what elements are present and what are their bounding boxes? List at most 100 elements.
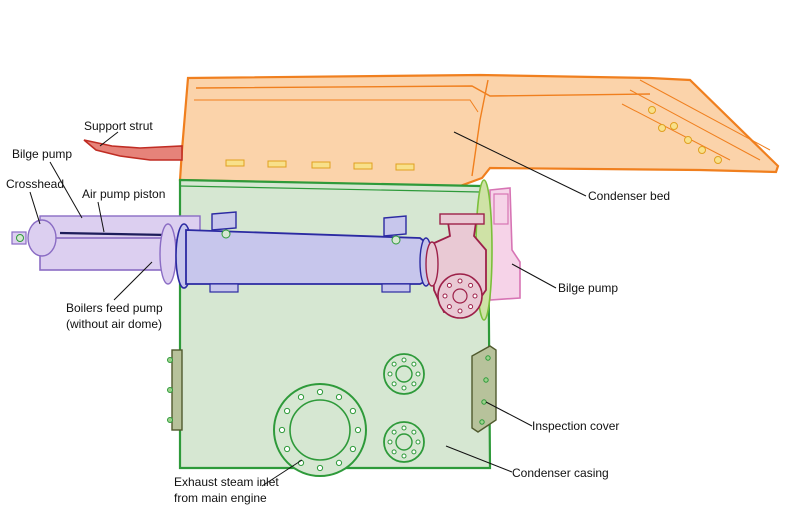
flange-bolt bbox=[401, 357, 407, 363]
flange-bolt bbox=[446, 304, 452, 310]
leader-support-strut bbox=[99, 131, 119, 147]
flange-bolt bbox=[401, 453, 407, 459]
flange-bolt bbox=[387, 439, 393, 445]
feed-pump-bracket-left bbox=[211, 211, 237, 231]
flange-bolt bbox=[401, 385, 407, 391]
flange-bolt bbox=[411, 361, 417, 367]
flange-bolt bbox=[457, 278, 463, 284]
leader-bilge-pump-left bbox=[49, 161, 83, 219]
bracket-bolt bbox=[391, 235, 401, 245]
flange-bolt bbox=[442, 293, 448, 299]
air-pump bbox=[11, 215, 201, 285]
flange-bolt bbox=[415, 439, 421, 445]
cover-bolt bbox=[483, 377, 489, 383]
condenser-bed bbox=[178, 73, 780, 188]
inspection-cover-left bbox=[171, 349, 183, 431]
air-pump-piston-rod bbox=[59, 231, 169, 237]
flange-bolt bbox=[401, 425, 407, 431]
flange-bolt bbox=[415, 371, 421, 377]
label-crosshead: Crosshead bbox=[6, 177, 64, 191]
leader-condenser-casing bbox=[445, 445, 513, 473]
leader-inspection-cover bbox=[485, 401, 533, 427]
label-support-strut: Support strut bbox=[84, 119, 153, 133]
feed-pump-end-flange bbox=[159, 223, 177, 285]
cover-bolt bbox=[479, 419, 485, 425]
bed-slot bbox=[395, 163, 415, 171]
flange-bolt bbox=[391, 429, 397, 435]
leader-exhaust-inlet bbox=[261, 459, 303, 487]
label-condenser-bed: Condenser bed bbox=[588, 189, 670, 203]
leader-bilge-pump-right bbox=[511, 263, 557, 289]
condenser-bed-front-line bbox=[194, 99, 479, 113]
small-flange-lower-bore bbox=[395, 433, 413, 451]
flange-bolt bbox=[391, 449, 397, 455]
condenser-bed-inner-edge bbox=[471, 79, 489, 177]
valve-flange-bore bbox=[452, 288, 468, 304]
bed-bolt bbox=[684, 136, 692, 144]
condenser-casing-top-rim bbox=[179, 185, 481, 193]
label-boilers-feed-pump: Boilers feed pump bbox=[66, 301, 163, 315]
flange-bolt bbox=[349, 445, 356, 453]
flange-bolt bbox=[387, 371, 393, 377]
feed-pump-bracket-left-foot bbox=[209, 283, 239, 293]
leader-air-pump-piston bbox=[97, 201, 105, 233]
bed-bolt bbox=[714, 156, 722, 164]
feed-pump-cylinder bbox=[185, 229, 429, 285]
flange-bolt bbox=[297, 394, 305, 401]
label-bilge-pump-left: Bilge pump bbox=[12, 147, 72, 161]
condenser-bed-diag-3 bbox=[639, 79, 771, 151]
flange-bolt bbox=[468, 304, 474, 310]
flange-bolt bbox=[472, 293, 478, 299]
label-bilge-pump-right: Bilge pump bbox=[558, 281, 618, 295]
discharge-valve bbox=[425, 213, 487, 319]
bed-bolt bbox=[670, 122, 678, 130]
valve-top-flange bbox=[439, 213, 485, 225]
label-air-pump-piston: Air pump piston bbox=[82, 187, 165, 201]
exhaust-inlet-bore bbox=[289, 399, 351, 461]
flange-bolt bbox=[411, 429, 417, 435]
label-exhaust-inlet: Exhaust steam inlet bbox=[174, 475, 279, 489]
flange-bolt bbox=[457, 308, 463, 314]
crosshead-pin bbox=[16, 234, 24, 242]
flange-bolt bbox=[284, 445, 291, 453]
flange-bolt bbox=[284, 407, 291, 415]
inspection-cover-right bbox=[471, 345, 497, 433]
air-pump-cylinder bbox=[39, 215, 201, 241]
label-boilers-feed-pump-sub: (without air dome) bbox=[66, 317, 162, 331]
bed-bolt bbox=[698, 146, 706, 154]
valve-flange-bolts bbox=[442, 278, 478, 314]
bilge-pump-right bbox=[489, 187, 521, 301]
flange-bolt bbox=[411, 449, 417, 455]
small-flange-lower-bolts bbox=[387, 425, 421, 459]
cover-bolt bbox=[485, 355, 491, 361]
bed-slot bbox=[225, 159, 245, 167]
flange-bolt bbox=[316, 464, 324, 472]
flange-bolt bbox=[335, 459, 343, 466]
flange-bolt bbox=[349, 407, 356, 415]
leader-boilers-feed-pump bbox=[113, 261, 153, 301]
bilge-pump-right-cap bbox=[493, 193, 509, 225]
bed-slot bbox=[353, 162, 373, 170]
leader-condenser-bed bbox=[453, 131, 587, 197]
label-condenser-casing: Condenser casing bbox=[512, 466, 609, 480]
cover-bolt bbox=[167, 357, 173, 363]
bed-slot bbox=[311, 161, 331, 169]
cover-bolt bbox=[167, 387, 173, 393]
small-flange-upper-bolts bbox=[387, 357, 421, 391]
support-strut bbox=[83, 139, 183, 161]
leader-lines bbox=[29, 131, 587, 487]
bed-bolt bbox=[648, 106, 656, 114]
cover-bolt bbox=[481, 399, 487, 405]
cover-bolt bbox=[167, 417, 173, 423]
flange-bolt bbox=[446, 282, 452, 288]
feed-pump-bracket-right bbox=[383, 215, 407, 237]
feed-pump-bracket-right-foot bbox=[381, 283, 411, 293]
bracket-bolt bbox=[221, 229, 231, 239]
flange-bolt bbox=[278, 426, 286, 434]
small-flange-upper-bore bbox=[395, 365, 413, 383]
flange-bolt bbox=[316, 388, 324, 396]
flange-bolt bbox=[468, 282, 474, 288]
label-inspection-cover: Inspection cover bbox=[532, 419, 619, 433]
